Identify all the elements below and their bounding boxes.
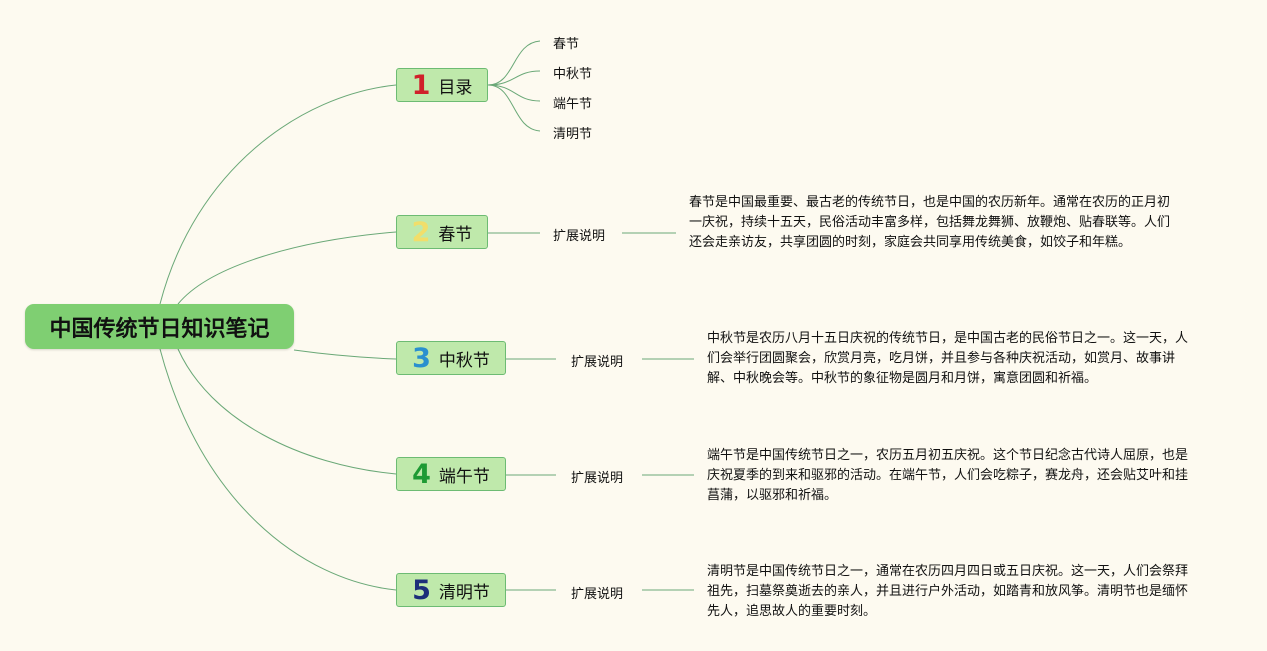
description-5: 清明节是中国传统节日之一，通常在农历四月四日或五日庆祝。这一天，人们会祭拜祖先，… bbox=[707, 564, 1189, 619]
sub-label-5[interactable]: 扩展说明 bbox=[571, 587, 624, 602]
connector-root-topic-4 bbox=[177, 348, 397, 475]
toc-item-3[interactable]: 端午节 bbox=[553, 97, 593, 112]
topic-node-2[interactable]: 2 春节 bbox=[396, 215, 488, 249]
connector-root-topic-3 bbox=[293, 349, 397, 360]
topic-label-4: 端午节 bbox=[438, 466, 490, 487]
topic-label-1: 目录 bbox=[438, 77, 473, 98]
connector-toc-4 bbox=[487, 84, 541, 132]
topic-number-4: 4 bbox=[412, 458, 431, 490]
topic-number-3: 3 bbox=[412, 342, 431, 374]
connector-toc-2 bbox=[487, 70, 541, 86]
topic-node-5[interactable]: 5 清明节 bbox=[396, 573, 506, 607]
connector-toc-1 bbox=[487, 40, 541, 86]
root-node[interactable]: 中国传统节日知识笔记 bbox=[25, 304, 294, 349]
connector-root-topic-5 bbox=[159, 348, 397, 591]
description-2: 春节是中国最重要、最古老的传统节日，也是中国的农历新年。通常在农历的正月初一庆祝… bbox=[689, 195, 1171, 250]
topic-node-3[interactable]: 3 中秋节 bbox=[396, 341, 506, 375]
description-3: 中秋节是农历八月十五日庆祝的传统节日，是中国古老的民俗节日之一。这一天，人们会举… bbox=[707, 331, 1189, 386]
topic-label-3: 中秋节 bbox=[438, 350, 490, 371]
description-4: 端午节是中国传统节日之一，农历五月初五庆祝。这个节日纪念古代诗人屈原，也是庆祝夏… bbox=[707, 448, 1189, 503]
connector-root-topic-1 bbox=[159, 84, 397, 305]
sub-label-4[interactable]: 扩展说明 bbox=[571, 471, 624, 486]
connector-toc-3 bbox=[487, 84, 541, 102]
topic-number-5: 5 bbox=[412, 574, 431, 606]
toc-item-4[interactable]: 清明节 bbox=[553, 127, 593, 142]
topic-node-4[interactable]: 4 端午节 bbox=[396, 457, 506, 491]
topic-number-2: 2 bbox=[411, 216, 431, 248]
toc-item-1[interactable]: 春节 bbox=[553, 37, 580, 52]
topic-label-2: 春节 bbox=[438, 224, 473, 245]
toc-item-2[interactable]: 中秋节 bbox=[553, 67, 593, 82]
sub-label-2[interactable]: 扩展说明 bbox=[553, 229, 606, 244]
topic-node-1[interactable]: 1 目录 bbox=[396, 68, 488, 102]
connector-root-topic-2 bbox=[177, 231, 397, 305]
topic-number-1: 1 bbox=[411, 69, 431, 101]
root-title: 中国传统节日知识笔记 bbox=[49, 316, 270, 342]
sub-label-3[interactable]: 扩展说明 bbox=[571, 355, 624, 370]
topic-label-5: 清明节 bbox=[438, 582, 490, 603]
